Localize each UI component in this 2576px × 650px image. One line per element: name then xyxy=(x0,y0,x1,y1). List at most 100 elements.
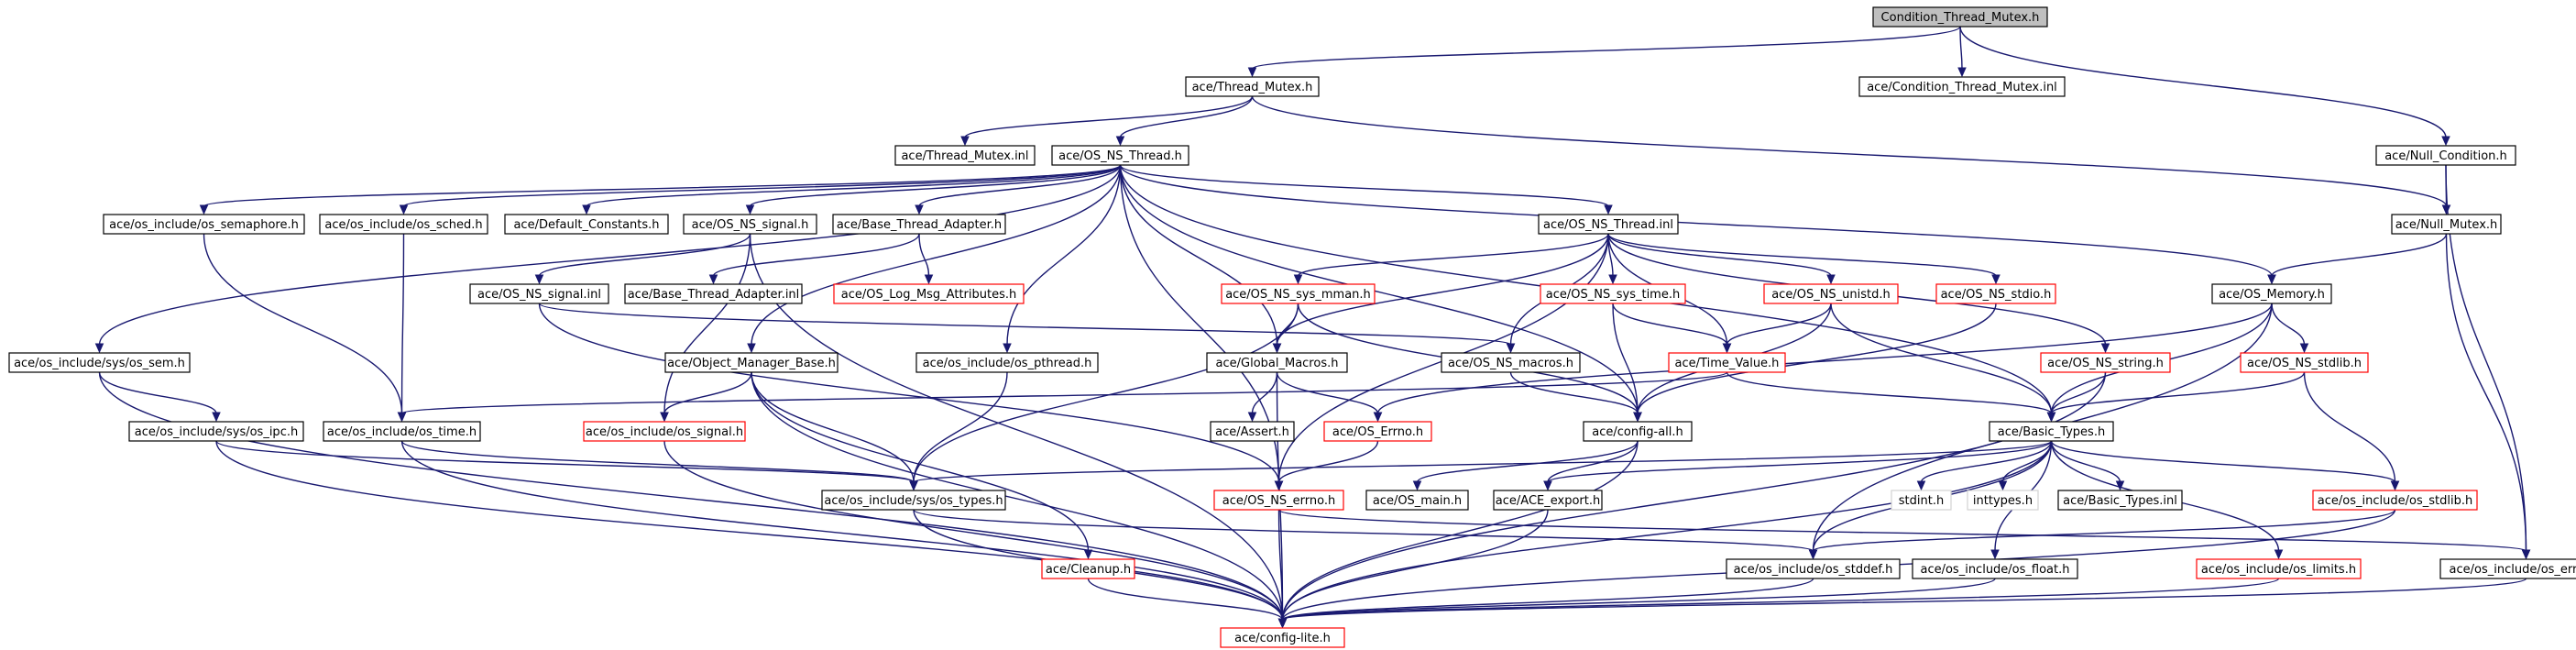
node-label: ace/Time_Value.h xyxy=(1675,357,1780,370)
edge-sys_sem-to-sys_ipc xyxy=(98,371,221,423)
node-cond_inl[interactable]: ace/Condition_Thread_Mutex.inl xyxy=(1858,76,2066,97)
edge-os_errno_ace-to-os_ns_errno xyxy=(1274,440,1379,491)
edge-os_ns_unistd-to-basic_types xyxy=(1830,303,2056,423)
node-os_ns_signal_inl[interactable]: ace/OS_NS_signal.inl xyxy=(469,283,609,304)
node-cleanup[interactable]: ace/Cleanup.h xyxy=(1041,558,1135,579)
node-label: ace/OS_NS_stdlib.h xyxy=(2247,357,2362,370)
node-label: ace/config-all.h xyxy=(1592,425,1683,439)
node-label: ace/OS_NS_macros.h xyxy=(1448,357,1573,370)
edge-thread_mutex_h-to-thread_mutex_inl xyxy=(960,95,1254,147)
edge-config_all-to-os_main xyxy=(1412,440,1639,491)
node-os_ns_sys_mman[interactable]: ace/OS_NS_sys_mman.h xyxy=(1221,283,1376,304)
node-global_macros[interactable]: ace/Global_Macros.h xyxy=(1206,352,1348,373)
node-os_ns_macros[interactable]: ace/OS_NS_macros.h xyxy=(1441,352,1581,373)
node-box xyxy=(1041,558,1135,579)
edge-os_stdlib-to-os_stddef xyxy=(1808,509,2396,560)
node-os_float[interactable]: ace/os_include/os_float.h xyxy=(1912,558,2078,579)
node-assert_h[interactable]: ace/Assert.h xyxy=(1210,421,1295,442)
node-os_limits[interactable]: ace/os_include/os_limits.h xyxy=(2196,558,2362,579)
node-sys_types[interactable]: ace/os_include/sys/os_types.h xyxy=(821,490,1006,511)
node-os_pthread[interactable]: ace/os_include/os_pthread.h xyxy=(915,352,1099,373)
node-label: ace/os_include/os_time.h xyxy=(327,425,477,439)
edge-basic_types-to-sys_types xyxy=(909,440,2053,491)
node-basic_types_inl[interactable]: ace/Basic_Types.inl xyxy=(2057,490,2183,511)
node-os_ns_stdlib[interactable]: ace/OS_NS_stdlib.h xyxy=(2240,352,2369,373)
node-os_ns_string[interactable]: ace/OS_NS_string.h xyxy=(2040,352,2171,373)
node-box xyxy=(323,421,481,442)
node-os_ns_unistd[interactable]: ace/OS_NS_unistd.h xyxy=(1763,283,1899,304)
node-os_ns_stdio[interactable]: ace/OS_NS_stdio.h xyxy=(1935,283,2056,304)
node-object_manager_base[interactable]: ace/Object_Manager_Base.h xyxy=(664,352,839,373)
node-os_stdlib[interactable]: ace/os_include/os_stdlib.h xyxy=(2312,490,2478,511)
node-label: ace/Base_Thread_Adapter.inl xyxy=(628,288,800,302)
edge-os_ns_unistd-to-time_value xyxy=(1722,303,1832,354)
node-label: ace/OS_NS_stdio.h xyxy=(1941,288,2052,302)
node-box xyxy=(2211,283,2332,304)
edge-config_all-to-config_lite xyxy=(1277,440,1639,629)
node-thread_mutex_h[interactable]: ace/Thread_Mutex.h xyxy=(1185,76,1320,97)
node-basic_types[interactable]: ace/Basic_Types.h xyxy=(1989,421,2114,442)
node-label: ace/OS_NS_sys_mman.h xyxy=(1225,288,1371,302)
node-os_stddef[interactable]: ace/os_include/os_stddef.h xyxy=(1726,558,1901,579)
node-sys_sem[interactable]: ace/os_include/sys/os_sem.h xyxy=(8,352,191,373)
edge-basic_types-to-os_stdlib xyxy=(2050,440,2400,491)
node-thread_mutex_inl[interactable]: ace/Thread_Mutex.inl xyxy=(894,145,1036,166)
edge-os_ns_errno-to-os_errno_inc xyxy=(1277,509,2531,560)
node-os_main[interactable]: ace/OS_main.h xyxy=(1365,490,1469,511)
node-os_ns_thread_inl[interactable]: ace/OS_NS_Thread.inl xyxy=(1538,214,1679,235)
node-box xyxy=(504,214,669,235)
node-null_condition[interactable]: ace/Null_Condition.h xyxy=(2375,145,2516,166)
node-label: ace/os_include/sys/os_types.h xyxy=(824,494,1003,508)
node-label: ace/Assert.h xyxy=(1215,425,1289,439)
edge-basic_types-to-ace_export xyxy=(1543,440,2053,491)
node-box xyxy=(1668,352,1786,373)
node-os_time[interactable]: ace/os_include/os_time.h xyxy=(323,421,481,442)
node-box xyxy=(103,214,305,235)
edge-cleanup-to-config_lite xyxy=(1087,578,1288,629)
node-config_all[interactable]: ace/config-all.h xyxy=(1583,421,1693,442)
node-ace_export[interactable]: ace/ACE_export.h xyxy=(1493,490,1603,511)
edge-os_ns_signal_h-to-os_signal xyxy=(660,233,751,423)
node-box xyxy=(2312,490,2478,511)
node-os_ns_errno[interactable]: ace/OS_NS_errno.h xyxy=(1213,490,1344,511)
node-base_thread_adapter_inl[interactable]: ace/Base_Thread_Adapter.inl xyxy=(624,283,803,304)
edge-os_ns_macros-to-config_all xyxy=(1509,371,1642,423)
node-label: ace/Basic_Types.inl xyxy=(2063,494,2177,508)
node-null_mutex[interactable]: ace/Null_Mutex.h xyxy=(2391,214,2502,235)
node-time_value[interactable]: ace/Time_Value.h xyxy=(1668,352,1786,373)
node-inttypes[interactable]: inttypes.h xyxy=(1967,490,2039,511)
node-os_ns_sys_time[interactable]: ace/OS_NS_sys_time.h xyxy=(1540,283,1686,304)
node-base_thread_adapter_h[interactable]: ace/Base_Thread_Adapter.h xyxy=(832,214,1006,235)
node-label: ace/Cleanup.h xyxy=(1046,563,1131,577)
node-os_errno_ace[interactable]: ace/OS_Errno.h xyxy=(1323,421,1432,442)
node-box xyxy=(1583,421,1693,442)
edge-os_float-to-config_lite xyxy=(1277,578,1996,629)
node-label: ace/OS_Errno.h xyxy=(1332,425,1423,439)
node-os_memory[interactable]: ace/OS_Memory.h xyxy=(2211,283,2332,304)
edge-os_memory-to-os_ns_stdlib xyxy=(2271,303,2309,354)
node-os_semaphore[interactable]: ace/os_include/os_semaphore.h xyxy=(103,214,305,235)
node-box xyxy=(2240,352,2369,373)
node-label: ace/os_include/os_errno.h xyxy=(2450,563,2576,577)
edge-root-to-thread_mutex_h xyxy=(1247,26,1961,78)
node-label: ace/Thread_Mutex.h xyxy=(1192,81,1313,94)
node-label: ace/OS_Log_Msg_Attributes.h xyxy=(841,288,1016,302)
node-label: ace/OS_NS_signal.inl xyxy=(477,288,601,302)
node-sys_ipc[interactable]: ace/os_include/sys/os_ipc.h xyxy=(128,421,304,442)
node-os_ns_signal_h[interactable]: ace/OS_NS_signal.h xyxy=(683,214,817,235)
node-default_constants[interactable]: ace/Default_Constants.h xyxy=(504,214,669,235)
node-label: stdint.h xyxy=(1899,494,1944,508)
node-box xyxy=(8,352,191,373)
node-box xyxy=(2375,145,2516,166)
node-config_lite[interactable]: ace/config-lite.h xyxy=(1220,627,1345,648)
node-box xyxy=(1206,352,1348,373)
node-os_sched[interactable]: ace/os_include/os_sched.h xyxy=(319,214,488,235)
node-box xyxy=(1210,421,1295,442)
node-box xyxy=(2391,214,2502,235)
node-os_errno_inc[interactable]: ace/os_include/os_errno.h xyxy=(2439,558,2576,579)
node-os_signal[interactable]: ace/os_include/os_signal.h xyxy=(583,421,746,442)
node-os_log_msg[interactable]: ace/OS_Log_Msg_Attributes.h xyxy=(833,283,1025,304)
node-stdint[interactable]: stdint.h xyxy=(1891,490,1952,511)
node-label: ace/OS_Memory.h xyxy=(2219,288,2325,302)
node-os_ns_thread_h[interactable]: ace/OS_NS_Thread.h xyxy=(1051,145,1189,166)
